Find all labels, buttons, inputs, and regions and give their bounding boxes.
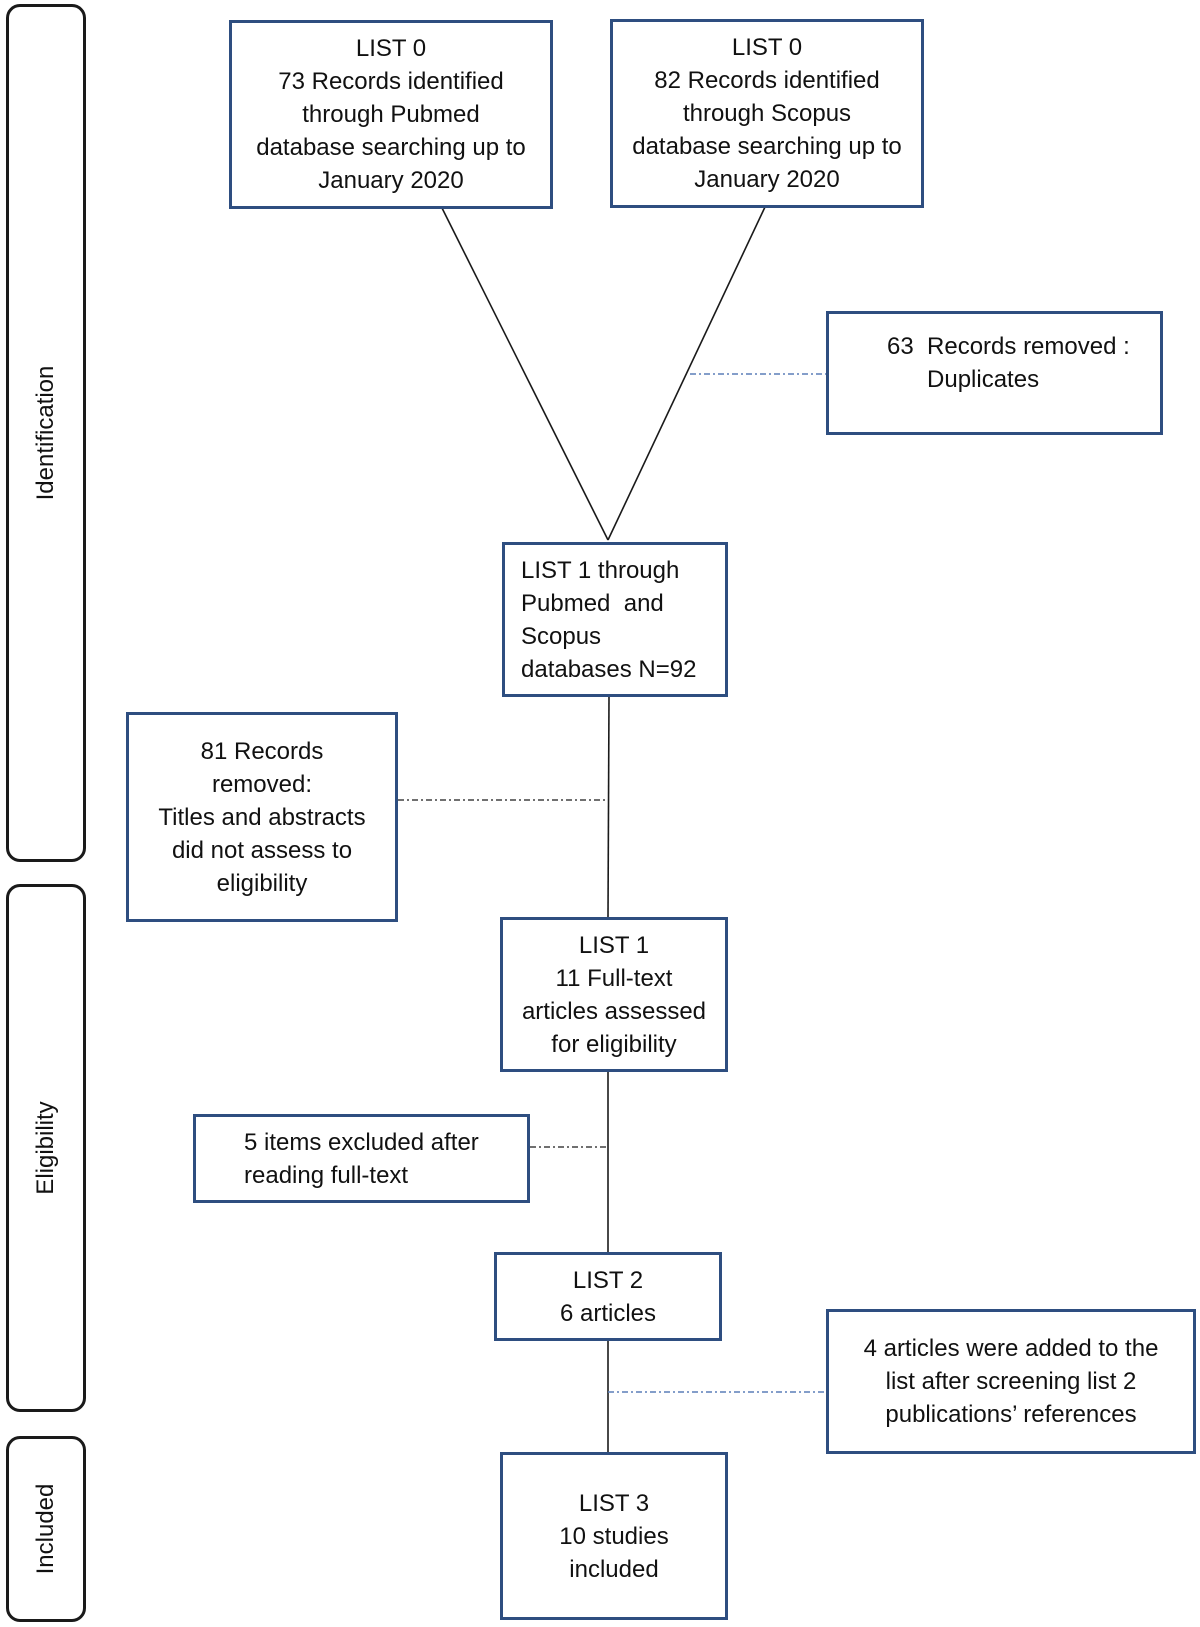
box-line: 63 Records removed : <box>887 333 1130 360</box>
box-line: list after screening list 2 <box>885 1368 1137 1395</box>
box-line: through Pubmed <box>302 101 480 128</box>
box-list1-merged: LIST 1 through Pubmed and Scopus databas… <box>502 542 728 697</box>
box-line: Duplicates <box>887 366 1040 393</box>
box-line: 4 articles were added to the <box>863 1335 1159 1362</box>
box-line: did not assess to <box>171 836 353 864</box>
box-line: databases N=92 <box>521 655 697 683</box>
box-line: LIST 0 <box>731 34 803 61</box>
box-titles-abstracts-removed: 81 Records removed: Titles and abstracts… <box>126 712 398 922</box>
box-list1-fulltext: LIST 1 11 Full-text articles assessed fo… <box>500 917 728 1072</box>
box-line: database searching up to <box>256 134 526 161</box>
box-line: Scopus <box>521 622 602 650</box>
box-line: LIST 0 <box>355 35 427 62</box>
phase-eligibility-label: Eligibility <box>32 1101 59 1195</box>
phase-eligibility: Eligibility <box>6 884 86 1412</box>
box-line: 11 Full-text <box>555 964 673 992</box>
connector-pubmed-to-list1 <box>441 207 609 541</box>
box-excluded-fulltext: 5 items excluded after reading full-text <box>193 1114 530 1203</box>
box-line: LIST 1 <box>578 931 650 959</box>
connector-scopus-to-list1 <box>607 206 766 541</box>
box-scopus-records: LIST 0 82 Records identified through Sco… <box>610 19 924 208</box>
box-added-references: 4 articles were added to the list after … <box>826 1309 1196 1454</box>
box-line: January 2020 <box>318 167 464 194</box>
box-line: LIST 1 through <box>521 556 680 584</box>
box-line: 10 studies <box>559 1522 669 1550</box>
box-line: reading full-text <box>244 1161 409 1189</box>
phase-included: Included <box>6 1436 86 1622</box>
box-line: through Scopus <box>682 100 852 127</box>
box-line: Titles and abstracts <box>158 803 366 831</box>
box-pubmed-records: LIST 0 73 Records identified through Pub… <box>229 20 553 209</box>
box-line: database searching up to <box>632 133 902 160</box>
box-line: Pubmed and <box>521 589 664 617</box>
box-list3-included: LIST 3 10 studies included <box>500 1452 728 1620</box>
connector-list1-down <box>607 696 610 918</box>
phase-included-label: Included <box>32 1483 59 1575</box>
box-line: 73 Records identified <box>278 68 504 95</box>
box-line: for eligibility <box>551 1030 677 1058</box>
box-line: LIST 2 <box>572 1266 644 1294</box>
box-line: publications’ references <box>885 1401 1137 1428</box>
phase-identification-label: Identification <box>32 365 59 501</box>
box-line: 5 items excluded after <box>244 1128 479 1156</box>
box-line: eligibility <box>216 869 308 897</box>
box-line: 82 Records identified <box>654 67 880 94</box>
box-line: included <box>569 1555 659 1583</box>
phase-identification: Identification <box>6 4 86 862</box>
box-line: LIST 3 <box>578 1489 650 1517</box>
box-line: 6 articles <box>559 1299 657 1327</box>
box-line: articles assessed <box>521 997 707 1025</box>
box-list2: LIST 2 6 articles <box>494 1252 722 1341</box>
box-line: January 2020 <box>694 166 840 193</box>
box-duplicates-removed: 63 Records removed : Duplicates <box>826 311 1163 435</box>
box-line: 81 Records <box>200 737 324 765</box>
box-line: removed: <box>211 770 313 798</box>
